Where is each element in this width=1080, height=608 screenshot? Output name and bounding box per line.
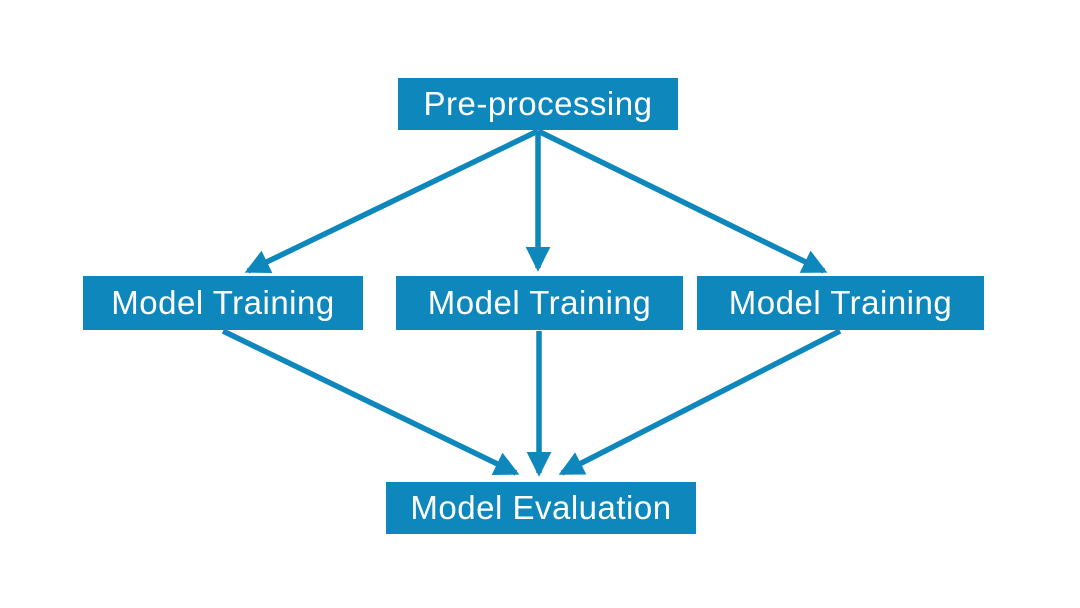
- node-model-evaluation-label: Model Evaluation: [410, 489, 672, 526]
- node-model-training-right-label: Model Training: [728, 284, 953, 321]
- node-model-training-center: Model Training: [396, 276, 683, 330]
- edge-training-right-to-evaluation: [558, 328, 842, 476]
- node-model-training-right: Model Training: [697, 276, 984, 330]
- edge-preprocessing-to-training-right: [536, 128, 828, 274]
- node-pre-processing-label: Pre-processing: [423, 85, 653, 122]
- node-model-training-center-label: Model Training: [427, 284, 652, 321]
- node-model-training-left: Model Training: [83, 276, 363, 330]
- node-pre-processing: Pre-processing: [398, 78, 678, 130]
- edge-preprocessing-to-training-left: [244, 128, 540, 274]
- edge-training-left-to-evaluation: [221, 328, 520, 476]
- node-model-evaluation: Model Evaluation: [386, 482, 696, 534]
- node-model-training-left-label: Model Training: [111, 284, 335, 321]
